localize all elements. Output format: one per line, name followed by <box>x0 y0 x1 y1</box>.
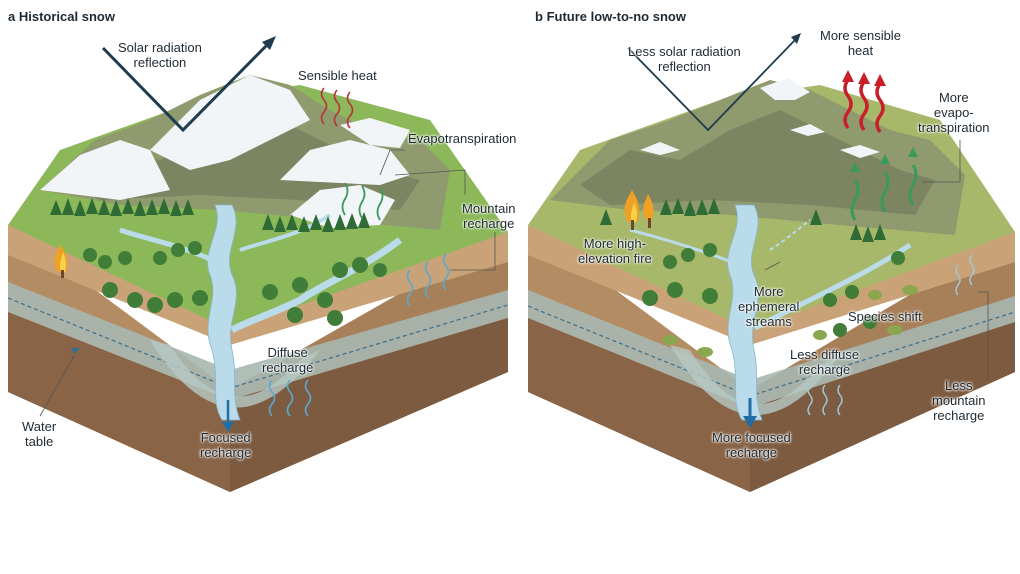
label-evapotranspiration: Evapotranspiration <box>408 131 517 146</box>
water-table-marker <box>70 348 80 354</box>
deep-soil-left <box>528 318 750 492</box>
main-river <box>727 204 763 421</box>
label-less-diffuse-recharge: Less diffuse recharge <box>790 347 860 377</box>
label-sensible-heat: Sensible heat <box>298 68 377 83</box>
label-more-high-elevation-fire: More high- elevation fire <box>578 236 652 266</box>
sensible-heat-arrowheads <box>842 70 886 86</box>
deep-soil-right <box>750 322 1015 492</box>
valley-cut <box>150 340 320 408</box>
future-landscape-diagram <box>527 33 1016 492</box>
label-focused-recharge: Focused recharge <box>200 430 252 460</box>
main-river <box>207 204 241 421</box>
label-water-table: Water table <box>22 419 57 449</box>
water-table-leader <box>39 355 75 417</box>
evapotranspiration-arrows <box>850 164 918 221</box>
evapo-arrowheads <box>850 147 918 172</box>
snow-cap-5 <box>340 118 410 148</box>
tributary-upper-right <box>239 213 332 252</box>
ephemeral-stream-2 <box>753 242 912 331</box>
tributary-left <box>119 227 214 263</box>
panel-a-title: a Historical snow <box>8 9 115 24</box>
mountain-recharge-leader <box>978 291 989 380</box>
deciduous-trees <box>83 241 387 326</box>
label-less-mountain-recharge: Less mountain recharge <box>932 378 986 423</box>
solar-radiation-arrow <box>627 39 796 132</box>
panel-a-title-text: Historical snow <box>18 9 115 24</box>
label-less-solar-radiation: Less solar radiation reflection <box>628 44 741 74</box>
evapo-leader-2 <box>394 169 466 195</box>
evapo-leader <box>379 149 405 176</box>
snow-cap-4 <box>790 124 825 136</box>
label-species-shift: Species shift <box>848 309 922 324</box>
focused-arrow-head <box>222 422 234 432</box>
panel-b-title: b Future low-to-no snow <box>535 9 686 24</box>
ephemeral-leader <box>764 261 781 271</box>
label-more-sensible-heat: More sensible heat <box>820 28 901 58</box>
historical-landscape-diagram <box>7 36 509 492</box>
strata-top-right <box>750 232 1015 345</box>
solar-radiation-arrow <box>101 42 270 133</box>
snow-cap-2 <box>150 75 310 170</box>
deciduous-trees <box>642 243 905 337</box>
label-more-evapotranspiration: More evapo- transpiration <box>918 90 990 135</box>
sensible-heat-waves <box>320 87 354 129</box>
mountain-ridge-rock <box>580 110 935 215</box>
mountain-recharge-leader <box>450 232 496 271</box>
snow-cap-2 <box>640 142 680 155</box>
snow-cap-3 <box>280 140 410 185</box>
solar-arrow-head <box>791 33 801 44</box>
snow-cap-3 <box>840 145 880 158</box>
tributary-right <box>230 237 403 334</box>
mountain-recharge-arrows <box>406 253 450 307</box>
valley-cut <box>670 345 840 416</box>
ephemeral-stream-1 <box>769 219 811 251</box>
evapo-leader <box>922 140 961 183</box>
shrubs <box>662 285 918 357</box>
panel-b-title-text: Future low-to-no snow <box>546 9 686 24</box>
panel-a-letter: a <box>8 9 16 24</box>
solar-arrow-head <box>262 36 276 50</box>
label-more-focused-recharge: More focused recharge <box>712 430 791 460</box>
forest-band <box>600 198 886 242</box>
label-diffuse-recharge: Diffuse recharge <box>262 345 314 375</box>
wildfire-icon <box>624 190 654 230</box>
snow-cap-1 <box>40 140 170 200</box>
sensible-heat-waves <box>843 78 885 134</box>
diffuse-recharge-arrows <box>268 379 312 417</box>
deep-soil-left <box>8 312 230 492</box>
strata-top-left <box>528 225 750 345</box>
ephemeral-stream-3 <box>629 228 733 264</box>
evapotranspiration-arrows <box>341 182 384 221</box>
focused-arrow-head <box>743 416 757 428</box>
panel-b-letter: b <box>535 9 543 24</box>
forest-band <box>50 198 370 232</box>
deep-soil-right <box>230 318 508 492</box>
less-diffuse-recharge-arrows <box>807 384 843 416</box>
snow-cap-1 <box>760 78 810 100</box>
panel-historical-snow: a Historical snow Solar radiation reflec… <box>7 9 516 492</box>
label-solar-radiation: Solar radiation reflection <box>118 40 202 70</box>
panel-future-low-snow: b Future low-to-no snow Less solar radia… <box>510 0 1020 574</box>
label-mountain-recharge: Mountain recharge <box>462 201 516 231</box>
label-more-ephemeral-streams: More ephemeral streams <box>738 284 800 329</box>
wildfire-icon <box>54 244 68 278</box>
less-mountain-recharge-arrows <box>955 254 975 296</box>
